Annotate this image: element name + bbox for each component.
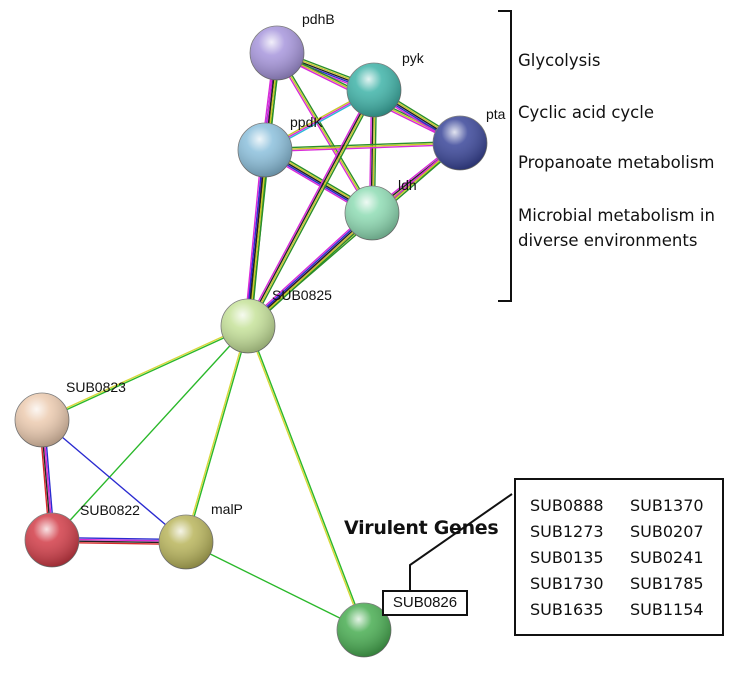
gene-item: SUB0241 (630, 548, 704, 567)
gene-item: SUB1730 (530, 574, 604, 593)
edge-SUB0825-SUB0823 (42, 326, 249, 422)
node-sub0822[interactable] (24, 512, 80, 568)
edge-ppdK-pta (265, 143, 461, 153)
edge-ldh-SUB0825 (247, 212, 373, 327)
edge-ppdK-SUB0825 (248, 150, 268, 327)
nodes-layer (14, 25, 488, 658)
edge-SUB0825-SUB0826 (248, 325, 366, 630)
pathway-propanoate-metabolism: Propanoate metabolism (518, 153, 715, 172)
node-label-pdhb: pdhB (302, 11, 335, 27)
edge-SUB0825-SUB0823 (41, 324, 248, 420)
node-highlight (25, 513, 79, 567)
node-ldh[interactable] (344, 185, 400, 241)
sub0826-callout-label: SUB0826 (382, 590, 468, 616)
edge-SUB0825-malP (184, 325, 248, 542)
node-highlight (337, 603, 391, 657)
edge-pdhB-ldh (275, 53, 372, 215)
gene-item: SUB0888 (530, 496, 604, 515)
node-label-sub0825: SUB0825 (272, 287, 332, 303)
node-malp[interactable] (158, 514, 214, 570)
pathway-microbial-metabolism-line2: diverse environments (518, 231, 698, 250)
edge-SUB0825-malP (186, 326, 250, 543)
gene-item: SUB0135 (530, 548, 604, 567)
node-highlight (250, 26, 304, 80)
edge-ppdK-SUB0825 (244, 149, 263, 326)
edge-pyk-SUB0825 (248, 90, 376, 327)
gene-item: SUB1154 (630, 600, 704, 619)
gene-item: SUB1635 (530, 600, 604, 619)
pathway-cyclic-acid-cycle: Cyclic acid cycle (518, 103, 654, 122)
node-highlight (347, 63, 401, 117)
node-pta[interactable] (432, 115, 488, 171)
node-highlight (15, 393, 69, 447)
edge-ppdK-pta (264, 140, 460, 150)
pathway-microbial-metabolism-line1: Microbial metabolism in (518, 206, 715, 225)
gene-item: SUB1370 (630, 496, 704, 515)
node-label-pyk: pyk (402, 50, 425, 66)
edge-ldh-SUB0825 (248, 213, 374, 328)
edge-ldh-SUB0825 (249, 214, 375, 329)
node-highlight (345, 186, 399, 240)
node-highlight (433, 116, 487, 170)
gene-item: SUB1273 (530, 522, 604, 541)
node-sub0826[interactable] (336, 602, 392, 658)
edge-malP-SUB0826 (185, 541, 365, 631)
virulent-genes-box: SUB0888 SUB1273 SUB0135 SUB1730 SUB1635 … (514, 478, 724, 636)
edge-SUB0825-SUB0822 (51, 325, 249, 541)
pathway-glycolysis: Glycolysis (518, 51, 601, 70)
virulent-genes-title: Virulent Genes (344, 517, 499, 539)
edge-pdhB-ldh (277, 51, 374, 213)
edge-SUB0825-SUB0826 (246, 326, 364, 631)
gene-item: SUB0207 (630, 522, 704, 541)
edge-ldh-SUB0825 (246, 211, 372, 326)
node-label-ppdk: ppdK (290, 114, 323, 130)
edge-ppdK-SUB0825 (247, 149, 266, 327)
edge-pdhB-ldh (276, 52, 373, 214)
edge-SUB0823-malP (41, 419, 187, 543)
edge-pyk-SUB0825 (246, 89, 374, 326)
node-highlight (221, 299, 275, 353)
edge-pyk-SUB0825 (249, 90, 377, 328)
node-pdhb[interactable] (249, 25, 305, 81)
gene-item: SUB1785 (630, 574, 704, 593)
node-highlight (159, 515, 213, 569)
edge-ldh-SUB0825 (245, 210, 371, 325)
node-label-sub0822: SUB0822 (80, 502, 140, 518)
node-highlight (238, 123, 292, 177)
node-pyk[interactable] (346, 62, 402, 118)
node-label-ldh: ldh (398, 177, 417, 193)
edge-pyk-SUB0825 (245, 88, 373, 326)
node-label-malp: malP (211, 501, 243, 517)
node-ppdk[interactable] (237, 122, 293, 178)
pathway-bracket (498, 10, 512, 302)
edge-ppdK-SUB0825 (250, 150, 269, 327)
edge-ppdK-SUB0825 (245, 149, 265, 326)
node-sub0825[interactable] (220, 298, 276, 354)
node-sub0823[interactable] (14, 392, 70, 448)
node-label-sub0823: SUB0823 (66, 379, 126, 395)
edge-ppdK-pta (264, 142, 461, 151)
callout-connector (409, 493, 513, 590)
node-label-pta: pta (486, 106, 506, 122)
